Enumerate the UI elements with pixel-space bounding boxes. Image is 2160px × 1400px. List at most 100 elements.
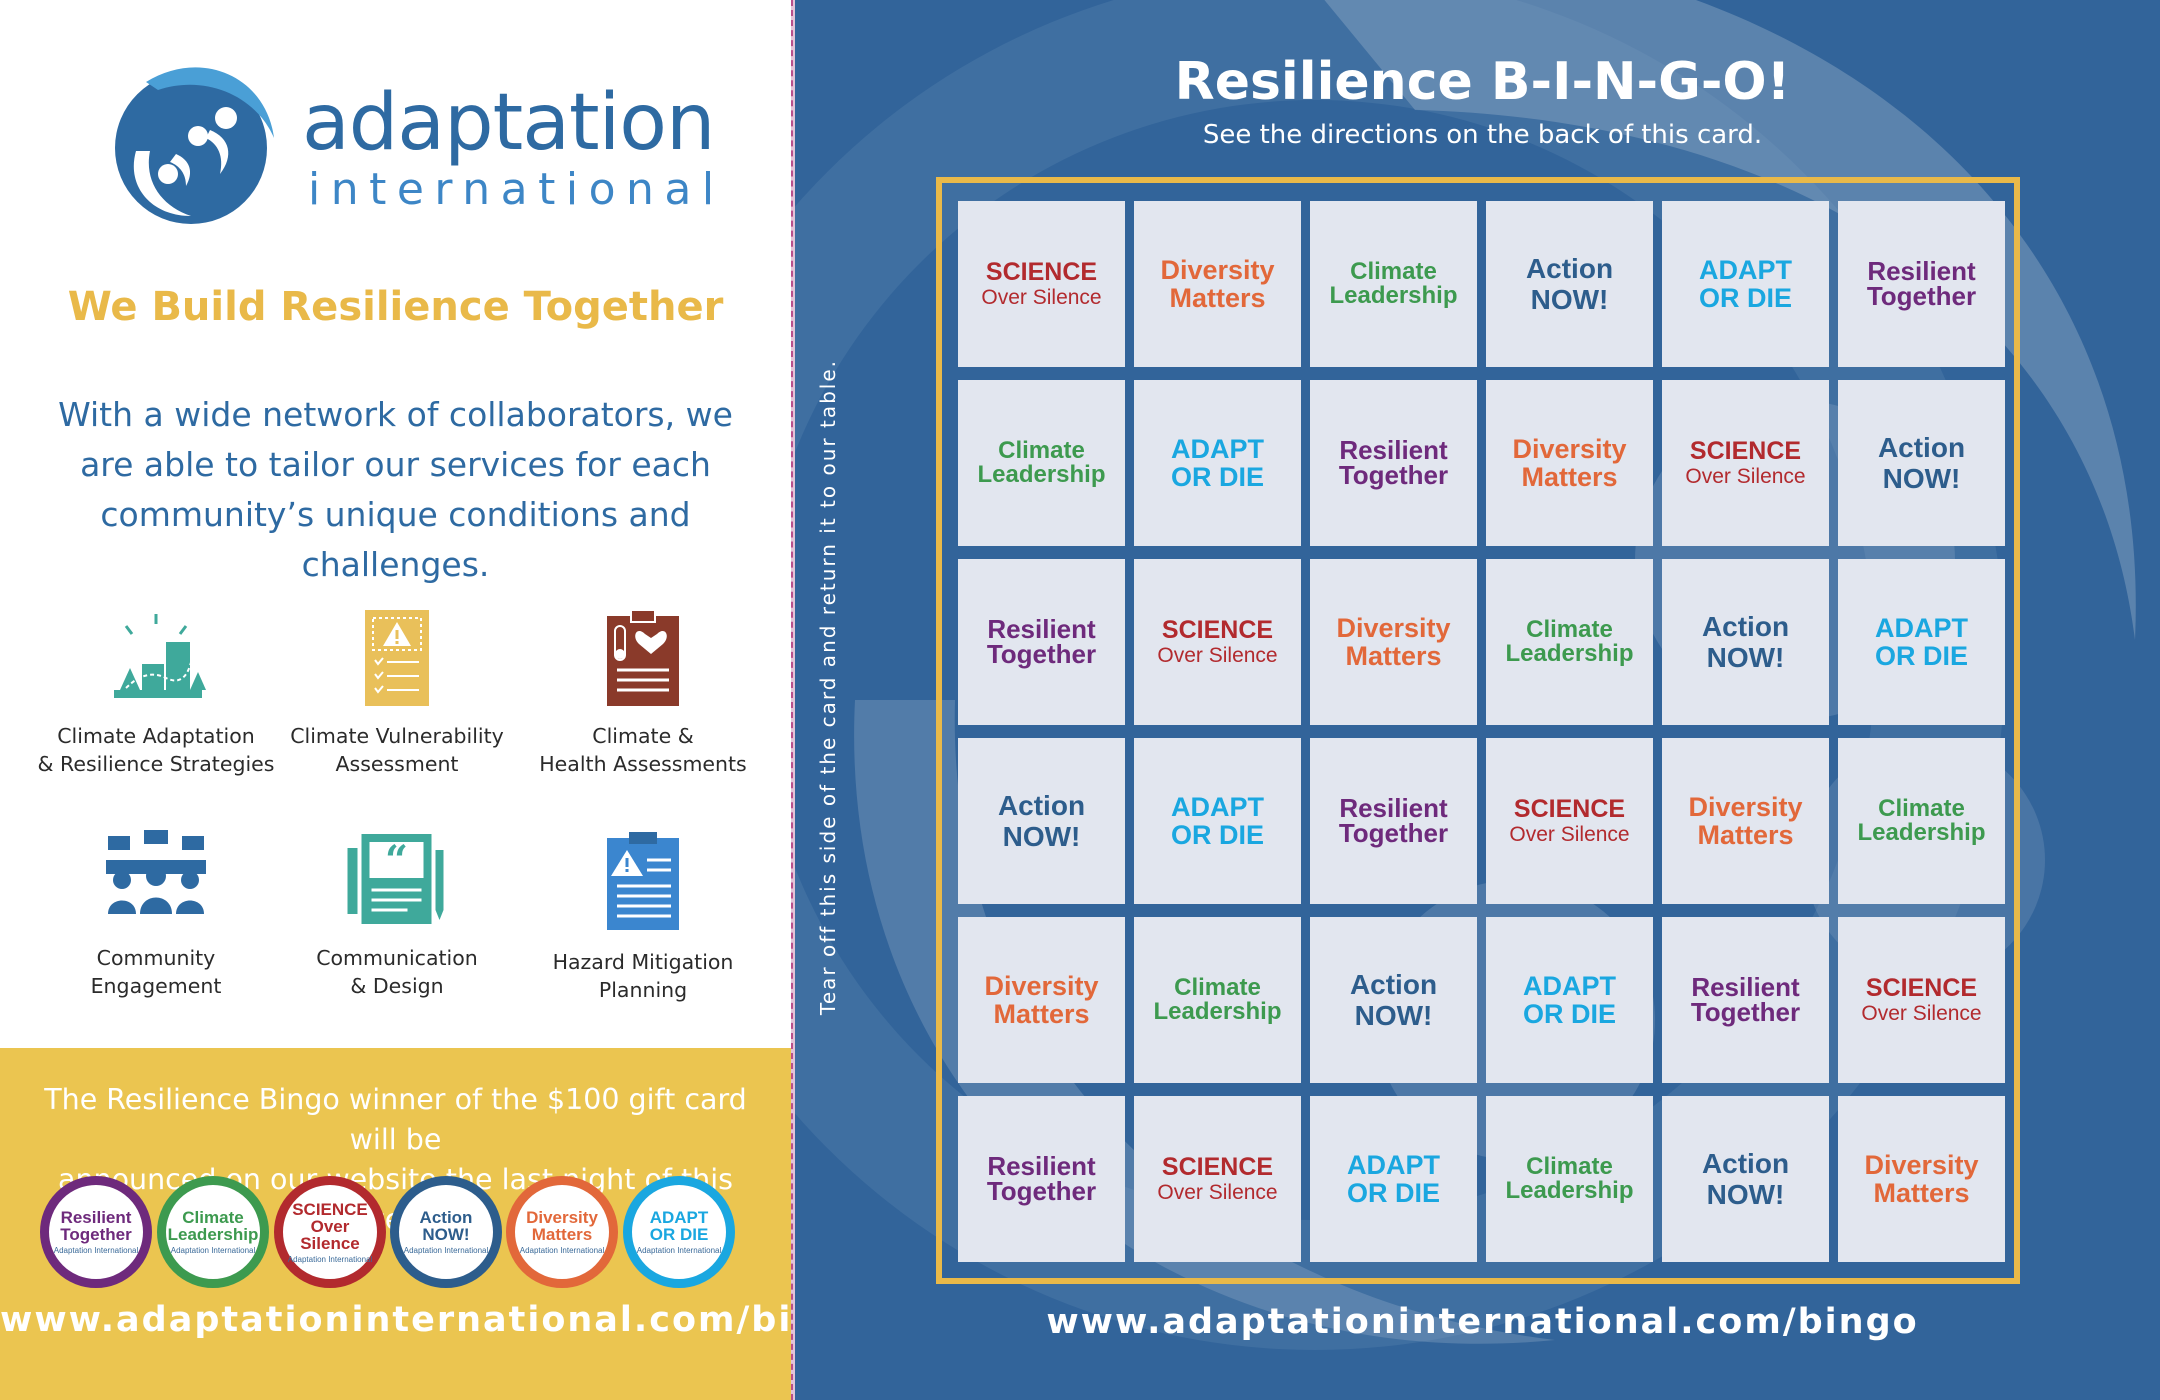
promo-url-link[interactable]: www.adaptationinternational.com/bingo [0, 1300, 873, 1340]
bingo-cell-text: Leadership [1329, 282, 1458, 309]
logo-subtitle: international [308, 164, 725, 215]
tear-off-instruction: Tear off this side of the card and retur… [816, 359, 840, 1015]
bingo-cell-text: Matters [1521, 462, 1618, 492]
bingo-cell-text: Together [1690, 997, 1801, 1027]
bingo-cell-text: NOW! [1706, 642, 1785, 673]
bingo-cell-text: Resilient [1691, 972, 1800, 1002]
bingo-cell-text: Diversity [1160, 255, 1275, 285]
bingo-cell-text: Matters [1345, 641, 1442, 671]
bingo-cell-text: Matters [1697, 820, 1794, 850]
bingo-cell-text: OR DIE [1698, 283, 1792, 313]
bingo-cell-text: Leadership [1153, 998, 1282, 1025]
bingo-cell-text: ADAPT [1875, 613, 1968, 643]
bingo-cell-text: Over Silence [1157, 1181, 1278, 1204]
bingo-cell-text: Resilient [1339, 435, 1448, 465]
bingo-cell-text: Over Silence [981, 286, 1102, 309]
bingo-cell-text: Climate [998, 437, 1085, 464]
bingo-cell-text: Climate [1350, 258, 1437, 285]
intro-paragraph: With a wide network of collaborators, we… [58, 395, 733, 584]
badge-small: Adaptation International [403, 1246, 489, 1255]
bingo-cell-text: Climate [1526, 1153, 1613, 1180]
bingo-cell-text: Diversity [1336, 613, 1451, 643]
badge-line1: Action [419, 1208, 473, 1227]
bingo-subtitle: See the directions on the back of this c… [1202, 120, 1763, 150]
bingo-cell-text: SCIENCE [1865, 974, 1978, 1002]
service-label: Climate Adaptation& Resilience Strategie… [37, 724, 275, 776]
bingo-cell-text: NOW! [1354, 1000, 1433, 1031]
badge-line2: Matters [531, 1225, 593, 1244]
bingo-cell-text: Together [1338, 818, 1449, 848]
bingo-cell-text: ADAPT [1171, 434, 1264, 464]
bingo-cell-text: Resilient [987, 1151, 1096, 1181]
bingo-cell-text: Matters [1873, 1178, 1970, 1208]
adaptation-international-logo: adaptation international [106, 56, 715, 236]
warning-document-icon [365, 610, 429, 706]
community-speech-icon [106, 830, 206, 914]
bingo-cell-text: SCIENCE [1513, 795, 1626, 823]
bingo-cell-text: NOW! [1882, 463, 1961, 494]
bingo-url-link[interactable]: www.adaptationinternational.com/bingo [1046, 1302, 1919, 1342]
bingo-cell-text: Together [986, 1176, 1097, 1206]
bingo-cell-text: NOW! [1530, 284, 1609, 315]
bingo-cell-text: Climate [1878, 795, 1965, 822]
bingo-cell-text: Leadership [1505, 640, 1634, 667]
bingo-cell-text: OR DIE [1170, 462, 1264, 492]
bingo-cell-text: Action [1525, 253, 1614, 284]
badge-line2: NOW! [422, 1225, 470, 1244]
bingo-cell-text: Action [1701, 611, 1790, 642]
badge-small: Adaptation International [636, 1246, 722, 1255]
service-adaptation-strategies: Climate Adaptation& Resilience Strategie… [36, 608, 276, 778]
badge-line2: Together [60, 1225, 132, 1244]
service-label: Climate &Health Assessments [539, 724, 747, 776]
bingo-cell-text: ADAPT [1171, 792, 1264, 822]
bingo-cell-text: Diversity [1864, 1150, 1979, 1180]
left-panel: adaptation international We Build Resili… [0, 0, 873, 1400]
bingo-cell-text: Resilient [987, 614, 1096, 644]
bingo-cell-text: NOW! [1002, 821, 1081, 852]
bingo-cell-text: Together [1866, 281, 1977, 311]
